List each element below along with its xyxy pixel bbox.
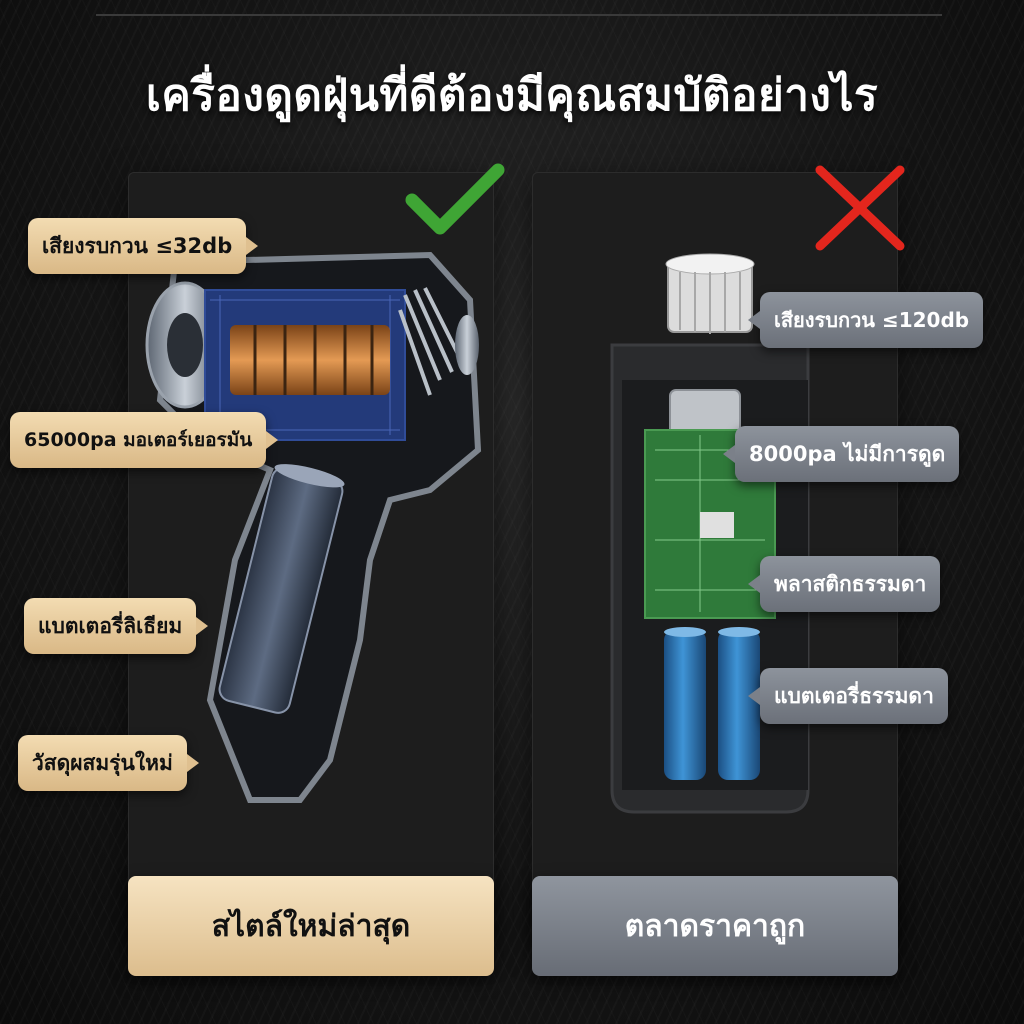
cross-icon bbox=[815, 165, 905, 251]
callout-new-composite: วัสดุผสมรุ่นใหม่ bbox=[18, 735, 199, 791]
cheap-market-label: ตลาดราคาถูก bbox=[532, 876, 898, 976]
latest-style-label: สไตล์ใหม่ล่าสุด bbox=[128, 876, 494, 976]
callout-lithium-battery: แบตเตอรี่ลิเธียม bbox=[24, 598, 209, 654]
check-icon bbox=[405, 163, 505, 235]
vacuum-gun-illustration bbox=[145, 251, 482, 803]
callout-no-suction: 8000pa ไม่มีการดูด bbox=[722, 426, 960, 482]
callout-plain-battery: แบตเตอรี่ธรรมดา bbox=[748, 668, 948, 724]
callout-plain-plastic: พลาสติกธรรมดา bbox=[747, 556, 941, 612]
callout-low-noise: เสียงรบกวน ≤32db bbox=[28, 218, 259, 274]
top-divider bbox=[96, 14, 942, 16]
callout-high-noise: เสียงรบกวน ≤120db bbox=[747, 292, 984, 348]
callout-german-motor: 65000pa มอเตอร์เยอรมัน bbox=[10, 412, 279, 468]
page-title: เครื่องดูดฝุ่นที่ดีต้องมีคุณสมบัติอย่างไ… bbox=[145, 70, 879, 121]
